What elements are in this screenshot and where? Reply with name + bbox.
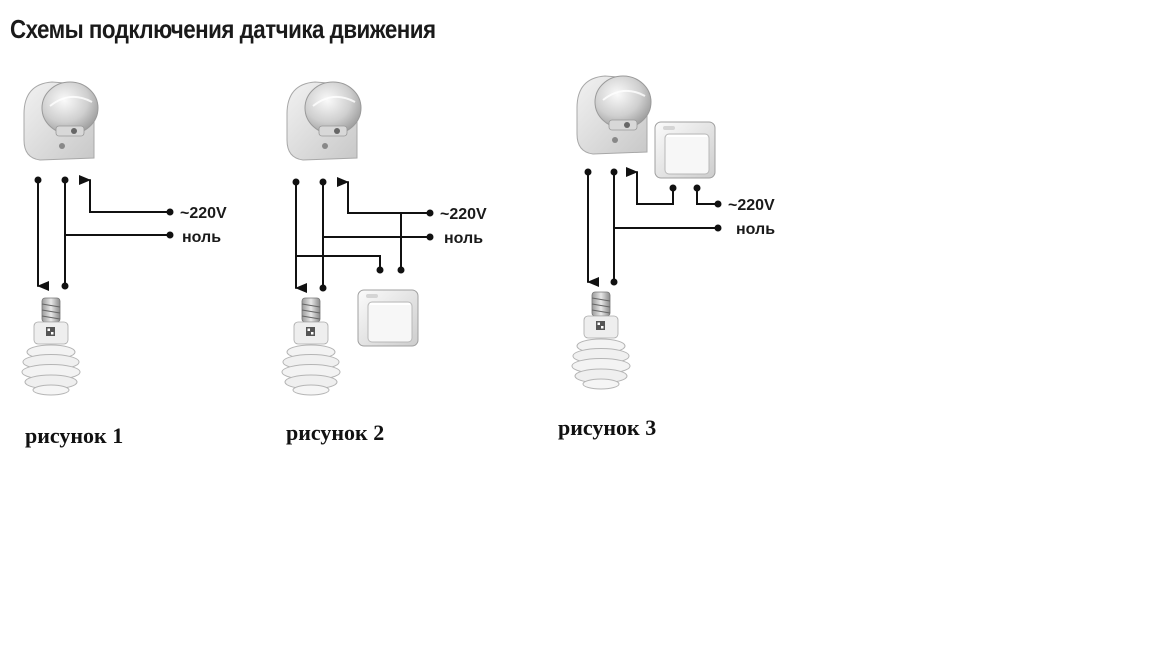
figure-caption: рисунок 3 — [558, 415, 656, 440]
neutral-label: ноль — [736, 221, 775, 238]
figure-2: ~220V ноль рисунок 2 — [281, 81, 487, 445]
figure-caption: рисунок 2 — [286, 420, 384, 445]
figure-1: ~220V ноль рисунок 1 — [21, 81, 227, 448]
figure-3: ~220V ноль рисунок 3 — [558, 75, 775, 440]
phase-label: ~220V — [728, 197, 775, 214]
light-bulb-icon — [281, 297, 341, 396]
neutral-label: ноль — [182, 229, 221, 246]
page-title: Схемы подключения датчика движения — [10, 14, 436, 44]
motion-sensor-icon — [23, 81, 99, 161]
light-bulb-icon — [571, 291, 631, 390]
figure-caption: рисунок 1 — [25, 423, 123, 448]
wall-switch-icon — [654, 121, 716, 179]
neutral-label: ноль — [444, 230, 483, 247]
wall-switch-icon — [357, 289, 419, 347]
phase-label: ~220V — [440, 206, 487, 223]
light-bulb-icon — [21, 297, 81, 396]
phase-label: ~220V — [180, 205, 227, 222]
motion-sensor-icon — [576, 75, 652, 155]
motion-sensor-icon — [286, 81, 362, 161]
